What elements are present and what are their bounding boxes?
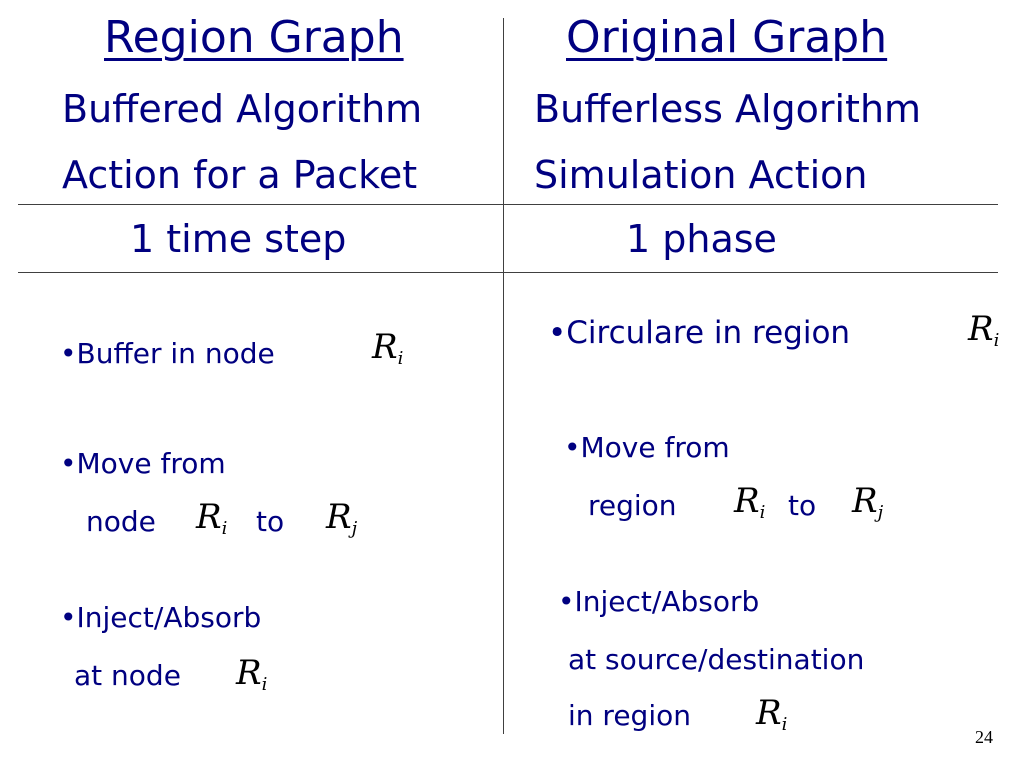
math-R-i: Ri [734,481,766,523]
right-item-move-to: to [788,489,817,522]
left-item-inject-line2: at node [74,659,181,692]
left-header-1: Buffered Algorithm [62,87,423,131]
column-divider [503,18,504,734]
left-item-inject-line1: •Inject/Absorb [60,601,262,634]
left-item-move-to: to [256,505,285,538]
left-item-move-line1: •Move from [60,447,226,480]
left-title: Region Graph [104,12,404,63]
right-item-inject-line2: at source/destination [568,643,865,676]
right-item-inject-line3: in region [568,699,691,732]
right-item-move-region: region [588,489,677,522]
math-R-i: Ri [196,497,228,539]
math-R-j: Rj [852,481,884,523]
left-item-move-node: node [86,505,156,538]
right-item-circulate: •Circulare in region [548,315,851,351]
right-item-inject-line1: •Inject/Absorb [558,585,760,618]
header-rule-top [18,204,998,205]
page-number: 24 [975,727,993,747]
right-header-1: Bufferless Algorithm [534,87,922,131]
right-time-label: 1 phase [626,217,777,261]
math-R-j: Rj [326,497,358,539]
header-rule-bottom [18,272,998,273]
math-R-i: Ri [968,309,1000,351]
left-item-buffer: •Buffer in node [60,337,275,370]
left-time-label: 1 time step [130,217,347,261]
right-header-2: Simulation Action [534,153,868,197]
left-header-2: Action for a Packet [62,153,418,197]
math-R-i: Ri [756,693,788,735]
right-item-move-line1: •Move from [564,431,730,464]
math-R-i: Ri [372,327,404,369]
math-R-i: Ri [236,653,268,695]
right-title: Original Graph [566,12,888,63]
